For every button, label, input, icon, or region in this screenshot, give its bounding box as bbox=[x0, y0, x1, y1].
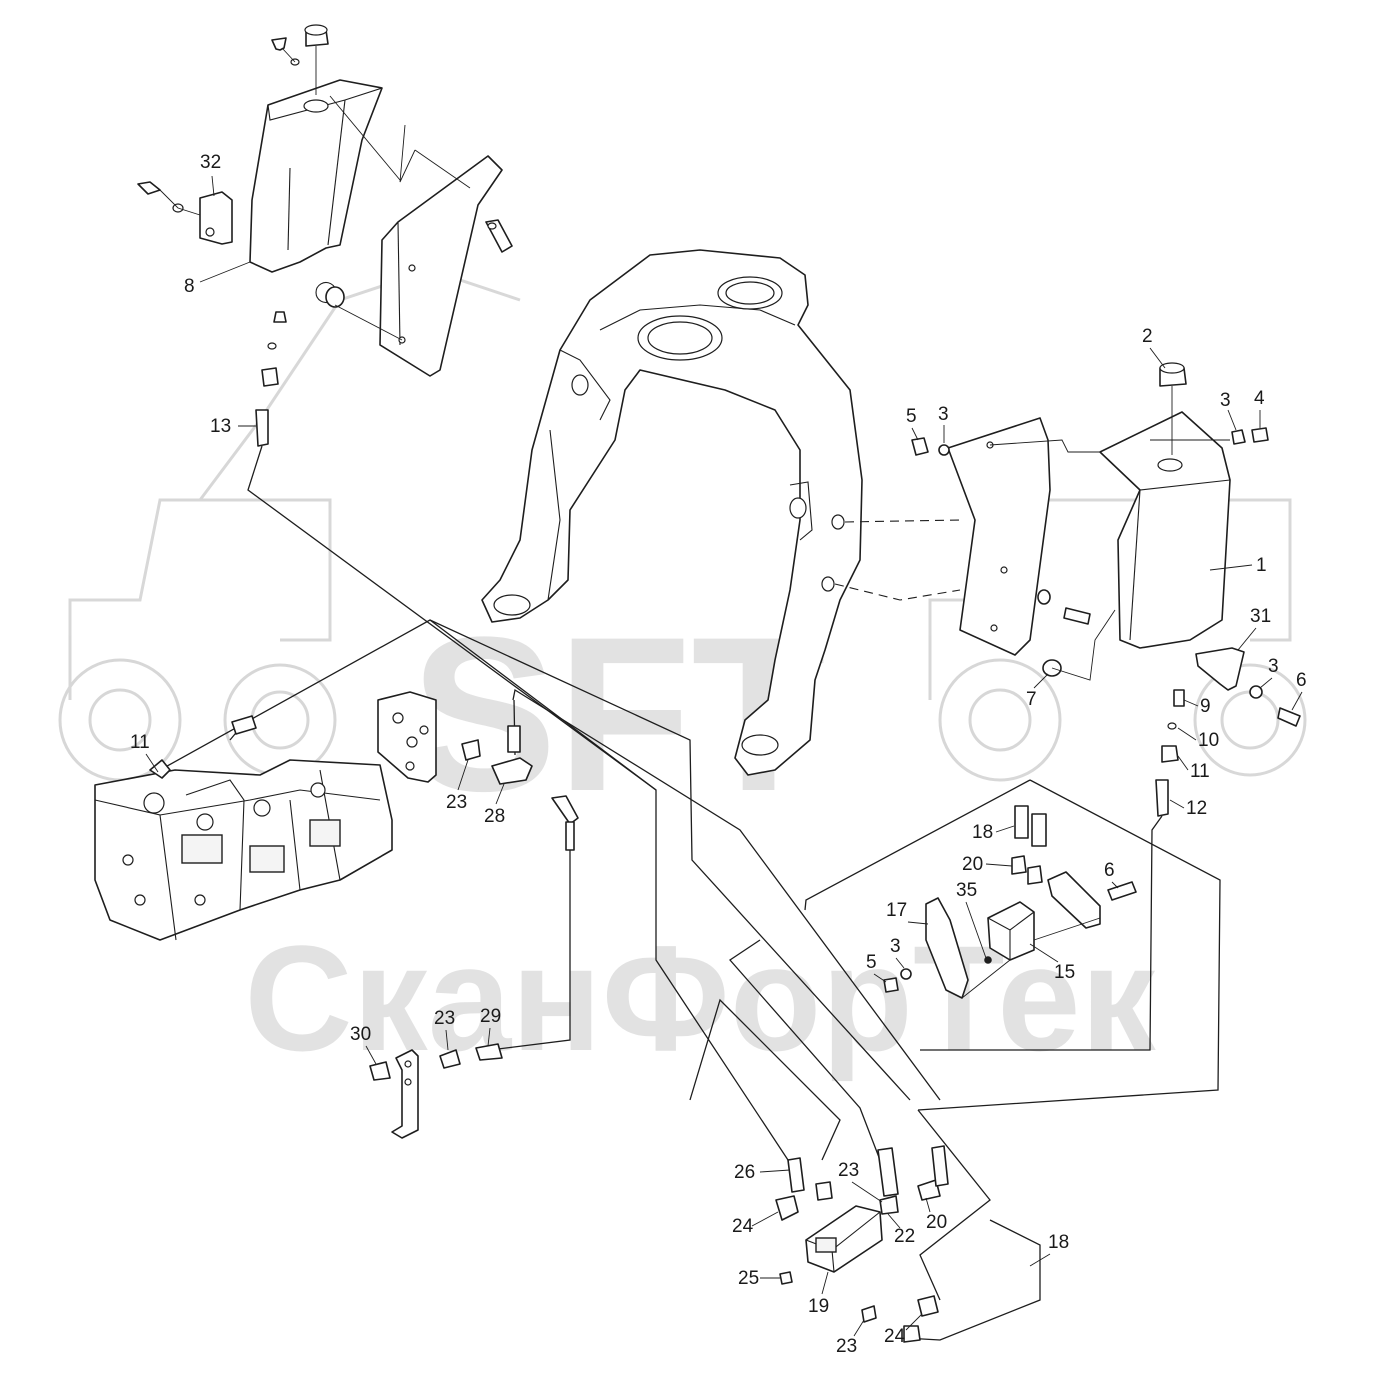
left-fittings-13 bbox=[247, 311, 657, 791]
bolt-32 bbox=[137, 181, 161, 195]
callout-23-plate: 23 bbox=[446, 792, 467, 813]
callout-25: 25 bbox=[738, 1268, 759, 1289]
callout-12: 12 bbox=[1186, 798, 1207, 819]
side-panel-left bbox=[379, 155, 503, 377]
callout-3-right: 3 bbox=[1220, 390, 1231, 411]
callout-17: 17 bbox=[886, 900, 907, 921]
callout-24-upper: 24 bbox=[732, 1216, 754, 1237]
callout-26: 26 bbox=[734, 1162, 755, 1183]
callout-10: 10 bbox=[1198, 730, 1219, 751]
left-tank-assembly bbox=[137, 24, 513, 377]
callouts: 1 2 3 3 4 5 7 8 32 13 31 3 6 9 10 11 12 … bbox=[130, 152, 1307, 1357]
callout-23-bracket: 23 bbox=[434, 1008, 455, 1029]
callout-19: 19 bbox=[808, 1296, 829, 1317]
control-valve-block bbox=[94, 715, 393, 941]
callout-28: 28 bbox=[484, 806, 505, 827]
callout-2: 2 bbox=[1142, 326, 1153, 347]
bracket-31 bbox=[1195, 647, 1245, 691]
callout-18-lower: 18 bbox=[1048, 1232, 1069, 1253]
tank-8 bbox=[249, 79, 383, 273]
callout-3-top: 3 bbox=[938, 404, 949, 425]
callout-31: 31 bbox=[1250, 606, 1271, 627]
callout-6-top: 6 bbox=[1296, 670, 1307, 691]
watermark: SFT СканФорТек bbox=[58, 268, 1307, 1082]
hose-routing bbox=[159, 619, 1221, 1341]
bolt-left-top bbox=[271, 37, 287, 51]
tank-1 bbox=[1099, 411, 1231, 649]
side-panel-right bbox=[947, 417, 1051, 656]
valve-15-assembly bbox=[883, 805, 1137, 999]
swing-frame bbox=[481, 249, 961, 776]
callout-8: 8 bbox=[184, 276, 195, 297]
callout-1: 1 bbox=[1256, 555, 1267, 576]
callout-24-lower: 24 bbox=[884, 1326, 906, 1347]
callout-4: 4 bbox=[1254, 388, 1265, 409]
callout-11-left: 11 bbox=[130, 732, 150, 753]
callout-35: 35 bbox=[956, 880, 977, 901]
valve-19-assembly bbox=[775, 1145, 949, 1343]
right-tank-assembly bbox=[911, 362, 1301, 1051]
callout-18-upper: 18 bbox=[972, 822, 993, 843]
callout-15: 15 bbox=[1054, 962, 1075, 983]
callout-5-top: 5 bbox=[906, 406, 917, 427]
callout-13: 13 bbox=[210, 416, 231, 437]
callout-23-bottom: 23 bbox=[836, 1336, 857, 1357]
callout-5-mid: 5 bbox=[866, 952, 877, 973]
callout-3-lower: 3 bbox=[1268, 656, 1279, 677]
callout-29: 29 bbox=[480, 1006, 501, 1027]
callout-7: 7 bbox=[1026, 689, 1037, 710]
callout-11-right: 11 bbox=[1190, 761, 1210, 782]
lower-bracket-30 bbox=[369, 1043, 503, 1139]
callout-22: 22 bbox=[894, 1226, 915, 1247]
callout-6-mid: 6 bbox=[1104, 860, 1115, 881]
callout-9: 9 bbox=[1200, 696, 1211, 717]
bracket-32 bbox=[199, 191, 233, 245]
callout-30: 30 bbox=[350, 1024, 371, 1045]
callout-23-valve: 23 bbox=[838, 1160, 859, 1181]
callout-20-upper: 20 bbox=[962, 854, 983, 875]
callout-3-mid: 3 bbox=[890, 936, 901, 957]
callout-20-lower: 20 bbox=[926, 1212, 947, 1233]
callout-32: 32 bbox=[200, 152, 221, 173]
manifold-plate bbox=[377, 691, 579, 851]
